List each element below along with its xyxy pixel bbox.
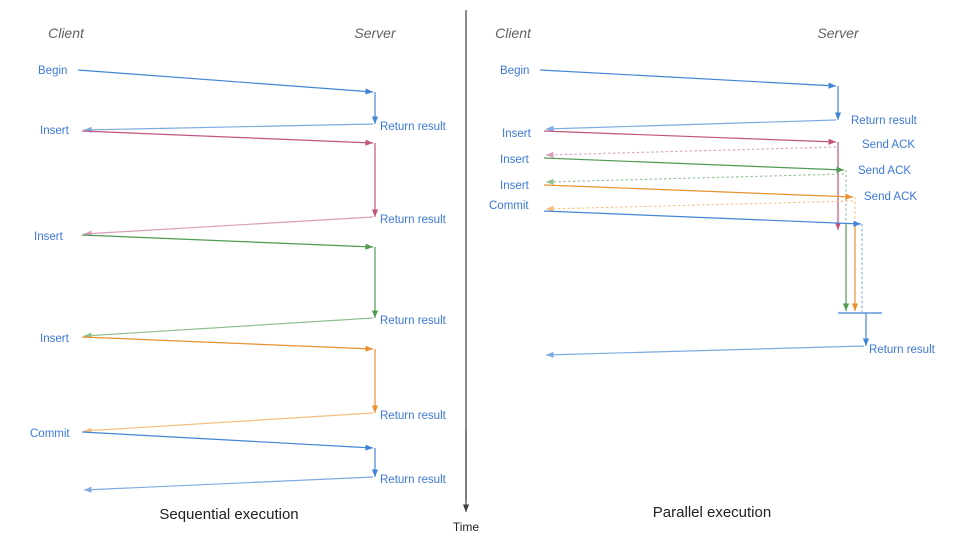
sequential-insert2-request-arrowhead-icon: [365, 243, 373, 250]
sequential-begin-request: [77, 69, 374, 93]
panel-sequential-client-message-0: Begin: [38, 65, 67, 77]
sequential-commit-return-arrowhead-icon: [84, 486, 92, 493]
parallel-insert2-server-work-arrowhead-icon: [842, 303, 850, 311]
panel-parallel-client-message-3: Insert: [500, 180, 530, 192]
panel-sequential-server-message-0: Return result: [380, 121, 447, 133]
panel-sequential-server-message-1: Return result: [380, 214, 447, 226]
parallel-begin-request: [539, 69, 837, 87]
panel-parallel-server-message-2: Send ACK: [858, 165, 911, 177]
time-axis-label: Time: [453, 520, 480, 534]
parallel-commit-request-arrowhead-icon: [853, 220, 861, 227]
panel-parallel-server-actor-label: Server: [817, 25, 860, 41]
parallel-insert3-ack-return-arrowhead-icon: [546, 205, 554, 212]
sequential-begin-server-activation-arrowhead-icon: [371, 116, 379, 124]
parallel-commit-return: [545, 345, 865, 356]
sequential-insert3-server-activation-arrowhead-icon: [371, 405, 379, 413]
sequential-insert1-request-arrowhead-icon: [365, 139, 373, 146]
panel-parallel-client-message-0: Begin: [500, 65, 529, 77]
panel-sequential-client-message-1: Insert: [40, 125, 70, 137]
panel-parallel-server-message-3: Send ACK: [864, 191, 917, 203]
panel-parallel-server-message-0: Return result: [851, 115, 918, 127]
parallel-insert2-ack-return-arrowhead-icon: [546, 178, 554, 185]
parallel-insert3-ack-return: [545, 200, 854, 210]
parallel-begin-return: [545, 119, 837, 130]
panel-sequential-flows: [77, 69, 379, 493]
panel-parallel-server-message-4: Return result: [869, 344, 936, 356]
panel-sequential-client-message-3: Insert: [40, 333, 70, 345]
panel-parallel-client-message-4: Commit: [489, 200, 529, 212]
panel-sequential-client-actor-label: Client: [48, 25, 85, 41]
sequential-insert2-server-activation-arrowhead-icon: [371, 310, 379, 318]
panel-parallel-caption: Parallel execution: [653, 504, 771, 521]
sequential-begin-return: [83, 123, 374, 131]
parallel-insert2-request-arrowhead-icon: [836, 166, 844, 173]
parallel-commit-server-activation-arrowhead-icon: [862, 338, 870, 346]
panel-sequential-client-message-2: Insert: [34, 231, 64, 243]
parallel-begin-server-activation-arrowhead-icon: [834, 112, 842, 120]
parallel-insert3-request: [543, 184, 854, 198]
parallel-insert3-request-arrowhead-icon: [845, 193, 853, 200]
sequential-commit-request-arrowhead-icon: [365, 444, 373, 451]
panel-sequential-server-message-3: Return result: [380, 410, 447, 422]
parallel-insert2-request: [543, 157, 845, 171]
parallel-insert1-request-arrowhead-icon: [828, 138, 836, 145]
parallel-insert1-request: [543, 130, 837, 143]
parallel-insert3-server-work-arrowhead-icon: [851, 303, 859, 311]
time-axis-layer: Time: [453, 430, 480, 534]
sequential-begin-request-arrowhead-icon: [365, 88, 373, 95]
sequential-insert3-request: [81, 336, 374, 350]
panel-parallel-flows: [539, 69, 882, 358]
parallel-insert1-ack-return-arrowhead-icon: [546, 151, 554, 158]
parallel-insert1-server-lifeline-arrowhead-icon: [834, 222, 842, 230]
sequential-insert1-request: [81, 130, 374, 144]
panel-sequential-caption: Sequential execution: [159, 506, 298, 523]
parallel-commit-request: [543, 210, 862, 225]
sequential-begin-return-arrowhead-icon: [84, 126, 92, 133]
parallel-insert2-ack-return: [545, 173, 845, 183]
sequential-insert1-return: [83, 216, 374, 235]
sequential-insert2-return: [83, 317, 374, 337]
panel-sequential-client-message-4: Commit: [30, 428, 70, 440]
sequential-commit-return: [83, 476, 374, 491]
panel-sequential-server-message-2: Return result: [380, 315, 447, 327]
parallel-begin-request-arrowhead-icon: [828, 82, 836, 89]
sequential-commit-server-activation-arrowhead-icon: [371, 469, 379, 477]
parallel-begin-return-arrowhead-icon: [546, 125, 554, 132]
parallel-commit-return-arrowhead-icon: [546, 351, 554, 358]
panel-parallel-client-message-2: Insert: [500, 154, 530, 166]
sequential-insert3-request-arrowhead-icon: [365, 345, 373, 352]
parallel-insert1-ack-return: [545, 146, 837, 156]
panel-parallel-client-message-1: Insert: [502, 128, 532, 140]
sequential-insert1-server-activation-arrowhead-icon: [371, 209, 379, 217]
panel-sequential-server-message-4: Return result: [380, 474, 447, 486]
time-axis-arrowhead-icon: [462, 504, 470, 512]
panel-sequential-server-actor-label: Server: [354, 25, 397, 41]
panel-parallel-client-actor-label: Client: [495, 25, 532, 41]
panel-parallel-server-message-1: Send ACK: [862, 139, 915, 151]
sequential-insert3-return: [83, 412, 374, 432]
sequential-commit-request: [81, 431, 374, 449]
sequential-insert2-request: [81, 234, 374, 248]
